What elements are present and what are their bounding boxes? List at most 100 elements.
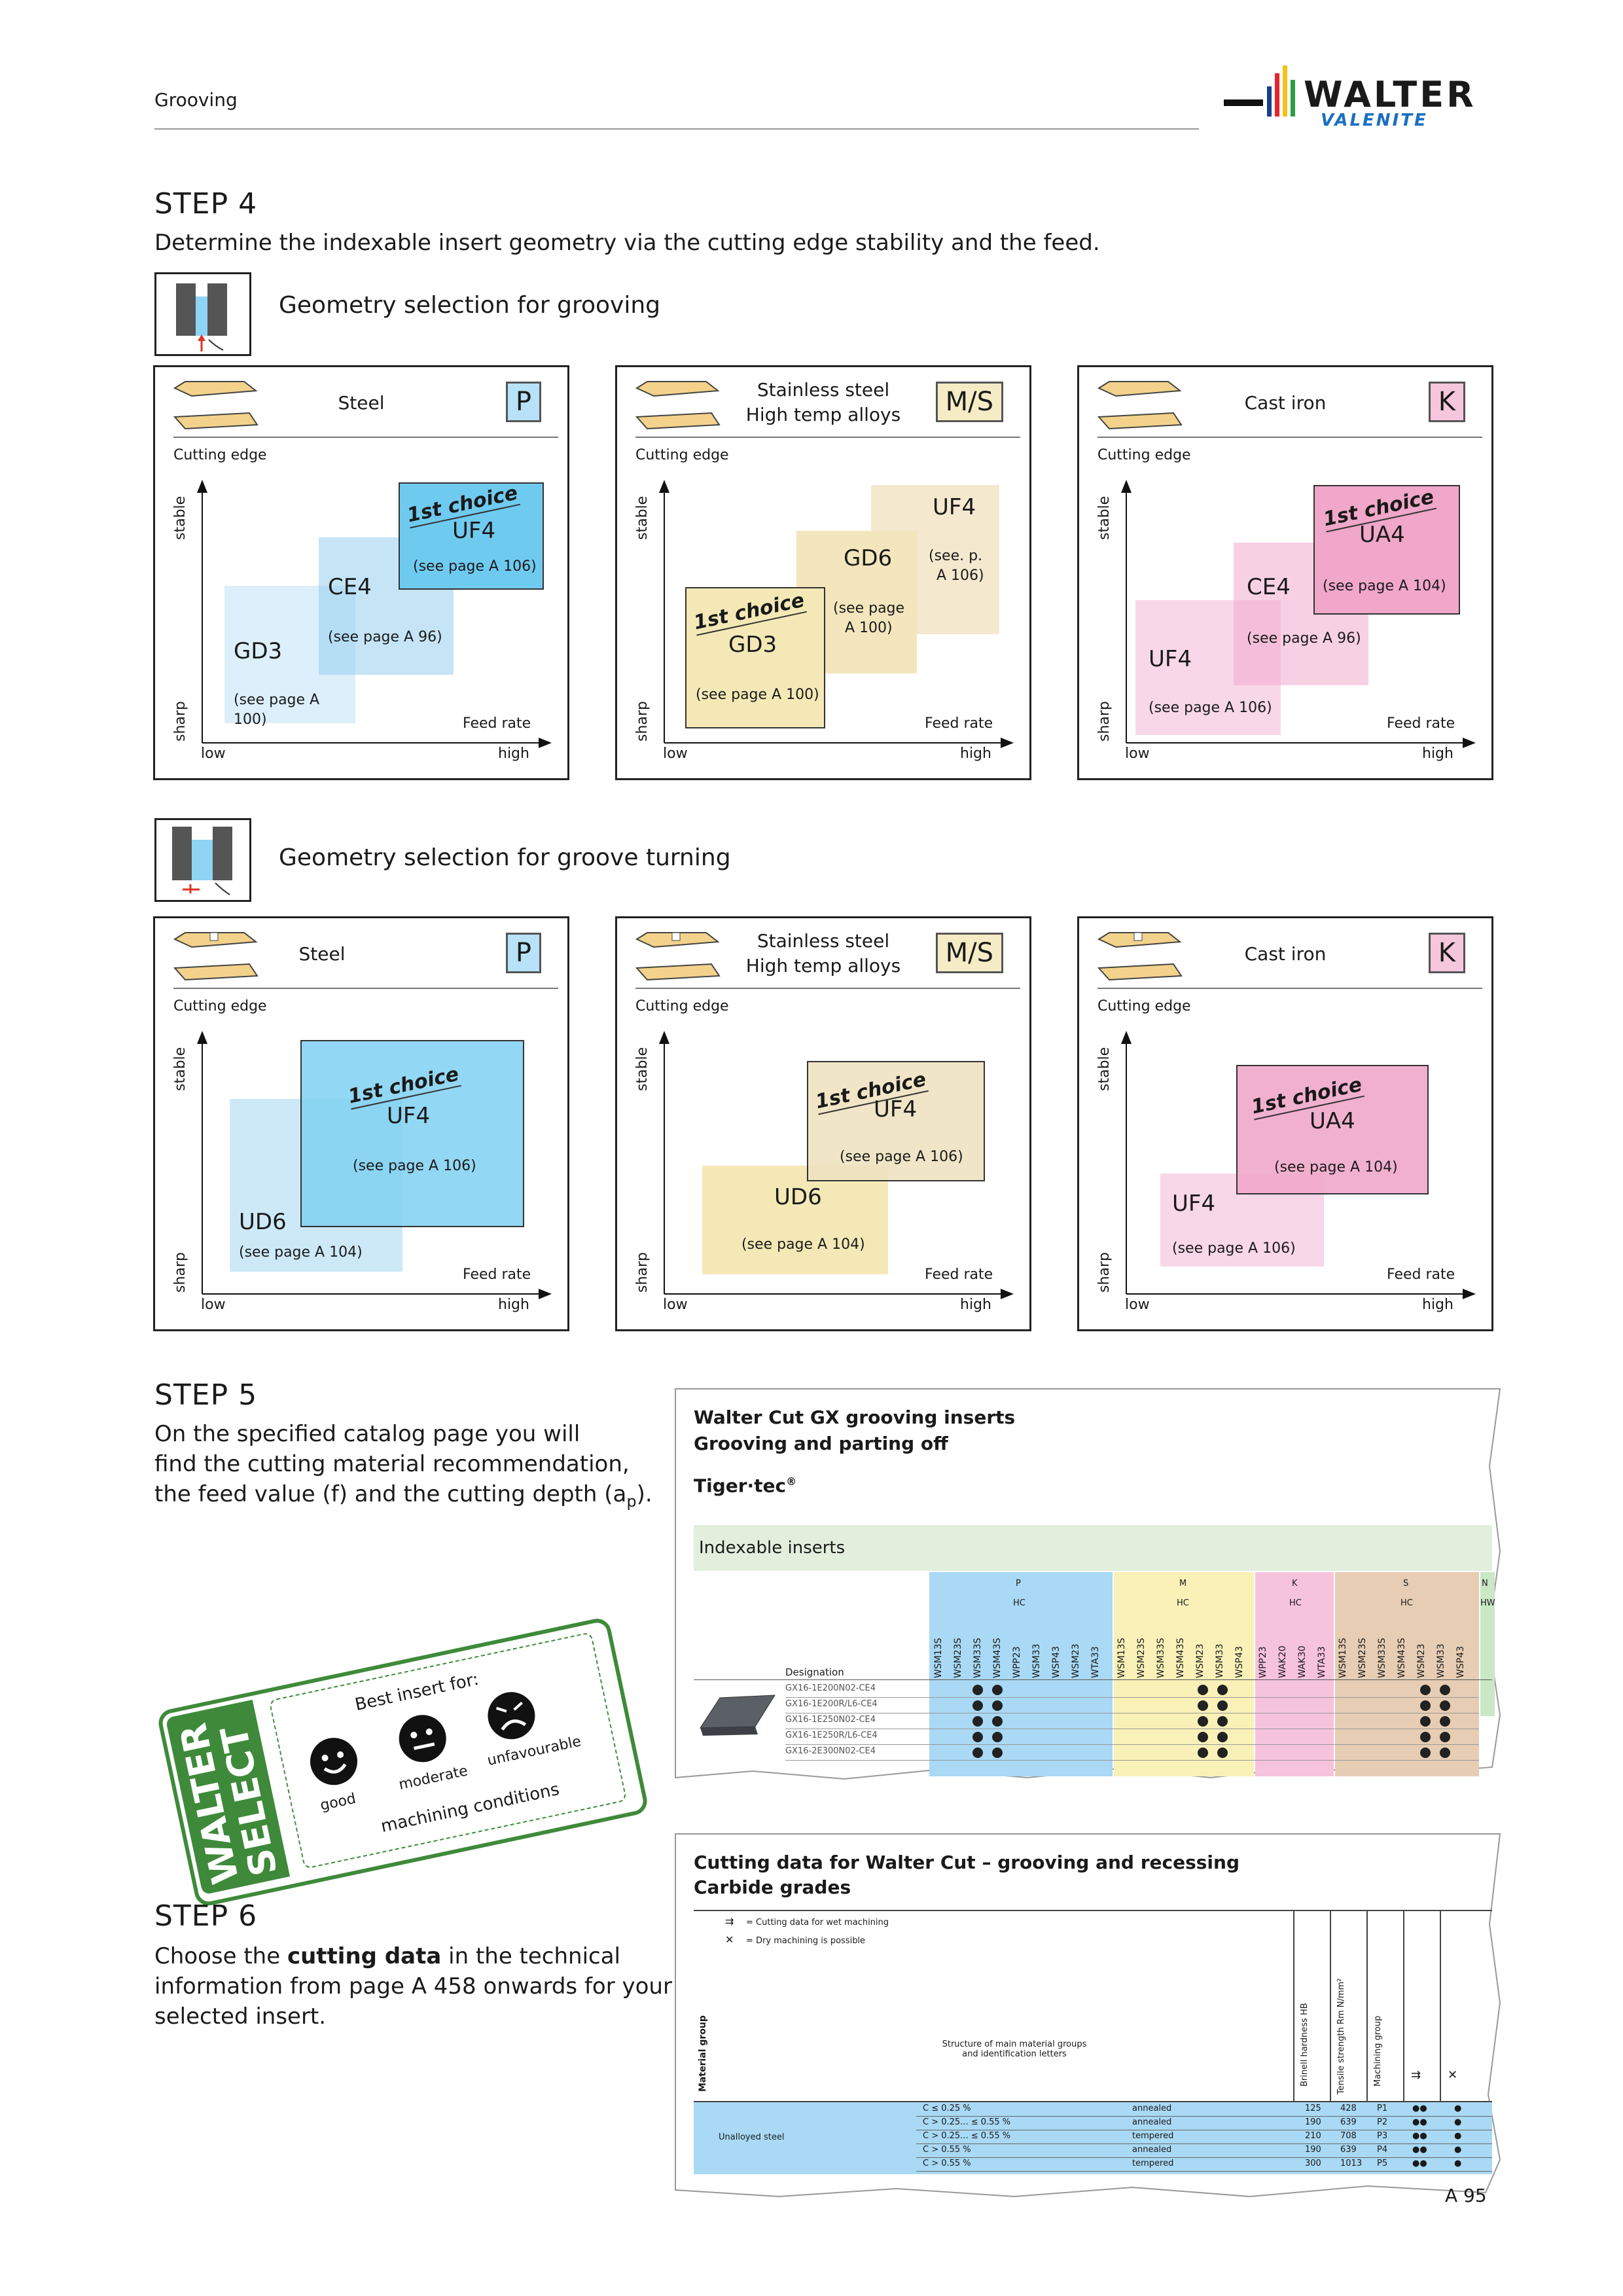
step5-line-1: On the specified catalog page you will — [154, 1421, 580, 1447]
group-sub: HC — [1013, 1598, 1026, 1608]
step5-title: STEP 5 — [154, 1378, 258, 1412]
recommendation-face-icon — [1198, 1700, 1208, 1711]
group-label: S — [1403, 1579, 1409, 1588]
page-reference: (see page A 106) — [1172, 1240, 1296, 1257]
structure-line-2: and identification letters — [962, 2049, 1067, 2059]
recommendation-face-icon — [992, 1716, 1003, 1727]
insert-designation: GX16-2E300N02-CE4 — [785, 1746, 876, 1756]
grade-header: WSM23S — [1357, 1638, 1368, 1678]
col-rule — [1366, 1911, 1368, 2173]
recommendation-face-icon — [1217, 1732, 1228, 1742]
geometry-code: GD3 — [234, 638, 283, 664]
page-reference: (see page A 106) — [840, 1149, 963, 1165]
axis-high: high — [498, 1297, 529, 1313]
iso-badge-k: K — [1428, 933, 1465, 973]
group-label: P — [1016, 1579, 1021, 1588]
wet-machining-icon: ⇉ — [725, 1915, 734, 1928]
material-group-header: Material group — [698, 2015, 708, 2092]
y-axis-label: Cutting edge — [635, 998, 729, 1014]
page-reference: (see page A 96) — [1247, 630, 1361, 647]
step5-text: On the specified catalog page you will f… — [154, 1419, 652, 1516]
panel-divider — [173, 988, 558, 989]
tensile-value: 639 — [1340, 2145, 1357, 2155]
grooving-panel-steel: Steel P Cutting edge stable sharp GD3 (s… — [153, 365, 569, 780]
table-rule — [694, 1679, 1492, 1680]
axis-stable: stable — [172, 1047, 188, 1091]
unalloyed-band — [694, 2102, 1492, 2174]
page-reference: (see page A 100) — [696, 687, 819, 703]
iso-badge-p: P — [505, 933, 541, 973]
catalog-brand: Tiger·tec® — [694, 1469, 796, 1499]
grade-header: WSM33 — [1215, 1643, 1225, 1678]
recommendation-face-icon — [972, 1700, 983, 1711]
axes — [1121, 1031, 1476, 1299]
col-rule — [1440, 1911, 1441, 2173]
tensile-value: 1013 — [1340, 2159, 1363, 2168]
material-name: Cast iron — [1244, 392, 1327, 414]
row-rule — [785, 1760, 1479, 1761]
row-rule — [916, 2171, 1492, 2172]
recommendation-face-icon — [992, 1748, 1003, 1758]
y-axis-label: Cutting edge — [173, 447, 267, 463]
catalog-excerpt-inserts: Walter Cut GX grooving inserts Grooving … — [674, 1388, 1501, 1780]
geometry-code: CE4 — [1247, 574, 1291, 600]
grade-header: WPP23 — [1012, 1646, 1022, 1678]
unfavourable-face-icon — [488, 1692, 535, 1740]
geometry-code: GD3 — [728, 632, 777, 658]
axes — [197, 480, 552, 748]
step6-line-2: information from page A 458 onwards for … — [154, 1973, 672, 2000]
dry-rating: ● — [1454, 2159, 1462, 2168]
y-axis-label: Cutting edge — [1097, 998, 1191, 1014]
axis-sharp: sharp — [634, 1252, 651, 1293]
recommendation-face-icon — [1420, 1732, 1431, 1742]
header-bottom-rule — [694, 2101, 1492, 2102]
grade-header: WSM33S — [1377, 1638, 1387, 1678]
good-face-icon — [310, 1738, 358, 1785]
structure-state: tempered — [1132, 2159, 1174, 2168]
x-axis-label: Feed rate — [925, 1266, 993, 1283]
dry-rating: ● — [1454, 2145, 1462, 2155]
recommendation-face-icon — [1420, 1700, 1431, 1711]
grade-header: WPP23 — [1258, 1646, 1268, 1678]
logo-text-valenite: VALENITE — [1321, 111, 1428, 130]
geometry-code: UD6 — [239, 1209, 287, 1235]
grade-header: WSM33 — [1031, 1643, 1042, 1678]
axis-sharp: sharp — [634, 701, 651, 742]
material-line-2: High temp alloys — [745, 404, 901, 425]
grade-header: WAK30 — [1297, 1645, 1308, 1678]
grade-header: WSM13S — [1338, 1638, 1348, 1678]
groove-turning-section-title: Geometry selection for groove turning — [279, 844, 731, 871]
page-reference: (see page A 106) — [353, 1158, 476, 1174]
step6-text: Choose the cutting data in the technical… — [154, 1941, 672, 2032]
table-top-rule — [694, 1910, 1492, 1911]
page-reference: (see page — [833, 600, 905, 617]
axes — [659, 480, 1014, 748]
group-s-column: S HC — [1335, 1572, 1479, 1776]
y-axis-label: Cutting edge — [635, 447, 729, 463]
x-axis-label: Feed rate — [925, 715, 993, 732]
page-reference: (see page A 96) — [328, 629, 442, 645]
structure-state: annealed — [1132, 2104, 1172, 2113]
insert-icon — [1097, 381, 1183, 430]
insert-designation: GX16-1E250N02-CE4 — [785, 1715, 876, 1725]
x-axis-label: Feed rate — [463, 715, 531, 732]
recommendation-face-icon — [1217, 1685, 1228, 1695]
axis-sharp: sharp — [172, 701, 188, 742]
walter-valenite-logo: WALTER VALENITE — [1224, 60, 1492, 132]
recommendation-face-icon — [972, 1685, 983, 1695]
col-rule — [1293, 1911, 1294, 2173]
step4-text: Determine the indexable insert geometry … — [154, 230, 1100, 256]
recommendation-face-icon — [1420, 1748, 1431, 1758]
axis-high: high — [498, 745, 529, 762]
dry-machining-icon: ✕ — [725, 1933, 734, 1946]
group-label: M — [1179, 1579, 1187, 1588]
step5-line-2: find the cutting material recommendation… — [154, 1451, 630, 1477]
row-rule — [785, 1744, 1479, 1745]
brand-text: Tiger·tec — [694, 1475, 787, 1497]
insert-icon — [635, 381, 721, 430]
group-m-column: M HC — [1114, 1572, 1254, 1776]
recommendation-face-icon — [1198, 1685, 1208, 1695]
recommendation-face-icon — [992, 1732, 1003, 1742]
page-reference: (see page A 100) — [234, 692, 320, 728]
turning-panel-steel: Steel P Cutting edge stable sharp UD6 (s… — [153, 916, 569, 1331]
